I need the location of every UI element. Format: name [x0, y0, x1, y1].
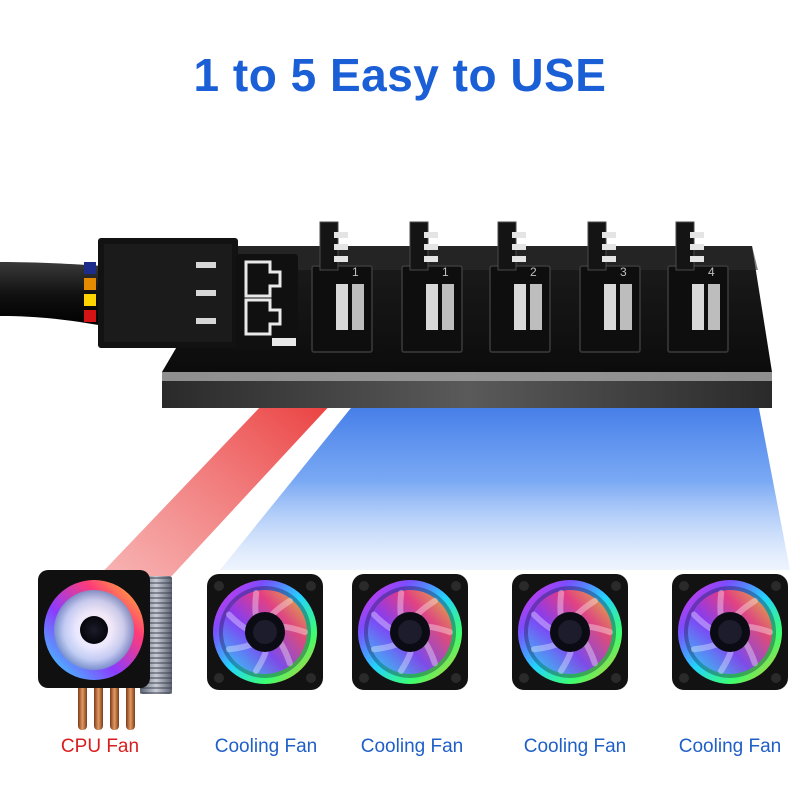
- rgb-fan-icon: [672, 574, 788, 690]
- rgb-fan-icon: [512, 574, 628, 690]
- input-cable: [0, 238, 298, 350]
- rgb-fan-icon: [352, 574, 468, 690]
- port-label: 2: [530, 265, 537, 279]
- output-port-1: 1: [311, 221, 373, 353]
- output-port-3: 2: [489, 221, 551, 353]
- port-label: 3: [620, 265, 627, 279]
- port-label: 1: [352, 265, 359, 279]
- cooling-fan-label: Cooling Fan: [214, 736, 318, 757]
- cpu-cooler: [38, 570, 172, 730]
- port-label: 1: [442, 265, 449, 279]
- cooling-fan-2: [352, 574, 468, 690]
- blue-beam: [220, 372, 790, 570]
- red-beam: [95, 360, 372, 580]
- port-label: 4: [708, 265, 715, 279]
- fan-row: [38, 570, 788, 730]
- cooling-fan-label: Cooling Fan: [360, 736, 464, 757]
- cooling-fan-1: [207, 574, 323, 690]
- cpu-cooler-icon: [38, 570, 172, 730]
- output-port-4: 3: [579, 221, 641, 353]
- output-ports: 1 1 2 3 4: [311, 221, 729, 353]
- cooling-fan-label: Cooling Fan: [523, 736, 627, 757]
- rgb-fan-icon: [207, 574, 323, 690]
- cooling-fan-label: Cooling Fan: [678, 736, 782, 757]
- cooling-fan-3: [512, 574, 628, 690]
- cpu-fan-label: CPU Fan: [60, 736, 140, 757]
- output-port-2: 1: [401, 221, 463, 353]
- page-title: 1 to 5 Easy to USE: [193, 49, 607, 101]
- cooling-fan-4: [672, 574, 788, 690]
- output-port-5: 4: [667, 221, 729, 353]
